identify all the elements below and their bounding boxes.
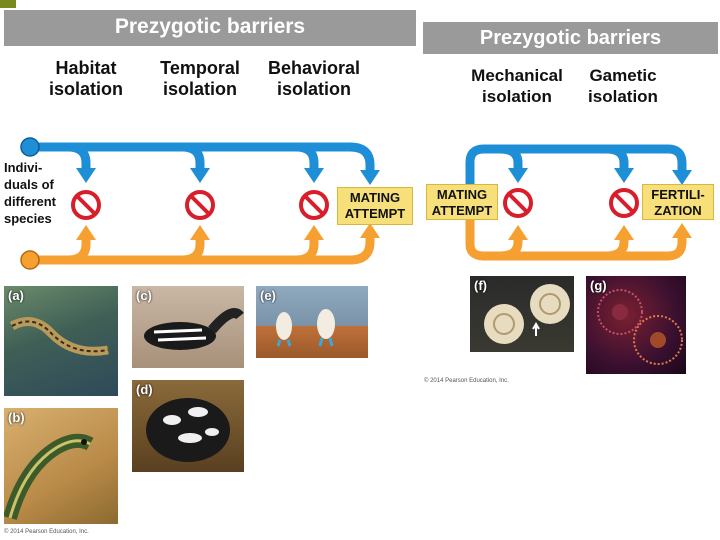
- right-blue-path: [465, 144, 687, 198]
- photo-f-snails: (f): [470, 276, 574, 352]
- fertilization-box: FERTILI- ZATION: [642, 184, 714, 220]
- right-mating-attempt-box: MATING ATTEMPT: [426, 184, 498, 220]
- left-orange-path: [34, 236, 375, 265]
- species-blue-dot: [20, 137, 40, 157]
- left-copyright: © 2014 Pearson Education, Inc.: [4, 529, 89, 535]
- photo-label: (g): [590, 278, 607, 293]
- left-mating-attempt-box: MATING ATTEMPT: [337, 187, 413, 225]
- no-entry-icon: [503, 188, 533, 218]
- photo-label: (c): [136, 288, 152, 303]
- photo-d-spotted-skunk: (d): [132, 380, 244, 472]
- right-orange-path: [465, 220, 687, 261]
- no-entry-icon: [299, 190, 329, 220]
- species-orange-dot: [20, 250, 40, 270]
- photo-c-spotted-skunk: (c): [132, 286, 244, 368]
- photo-b-garter-snake-land: (b): [4, 408, 118, 524]
- photo-a-garter-snake-water: (a): [4, 286, 118, 396]
- left-orange-arrowheads: [76, 223, 380, 240]
- photo-g-sea-urchins: (g): [586, 276, 686, 374]
- header-behavioral-isolation: Behavioral isolation: [267, 58, 361, 99]
- header-mechanical-isolation: Mechanical isolation: [471, 66, 563, 106]
- photo-label: (f): [474, 278, 487, 293]
- right-banner: Prezygotic barriers: [423, 22, 718, 54]
- photo-label: (d): [136, 382, 153, 397]
- right-blue-arrowheads: [508, 168, 692, 185]
- left-banner: Prezygotic barriers: [4, 10, 416, 46]
- photo-e-blue-footed-boobies: (e): [256, 286, 368, 358]
- no-entry-icon: [71, 190, 101, 220]
- header-habitat-isolation: Habitat isolation: [48, 58, 123, 99]
- corner-accent: [0, 0, 16, 8]
- right-copyright: © 2014 Pearson Education, Inc.: [424, 378, 509, 384]
- left-blue-path: [34, 142, 375, 172]
- header-temporal-isolation: Temporal isolation: [160, 58, 240, 99]
- species-label: Indivi- duals of different species: [4, 160, 56, 226]
- photo-label: (e): [260, 288, 276, 303]
- no-entry-icon: [185, 190, 215, 220]
- no-entry-icon: [609, 188, 639, 218]
- left-blue-arrowheads: [76, 168, 380, 185]
- photo-label: (a): [8, 288, 24, 303]
- photo-label: (b): [8, 410, 25, 425]
- right-orange-arrowheads: [508, 223, 692, 240]
- header-gametic-isolation: Gametic isolation: [588, 66, 658, 106]
